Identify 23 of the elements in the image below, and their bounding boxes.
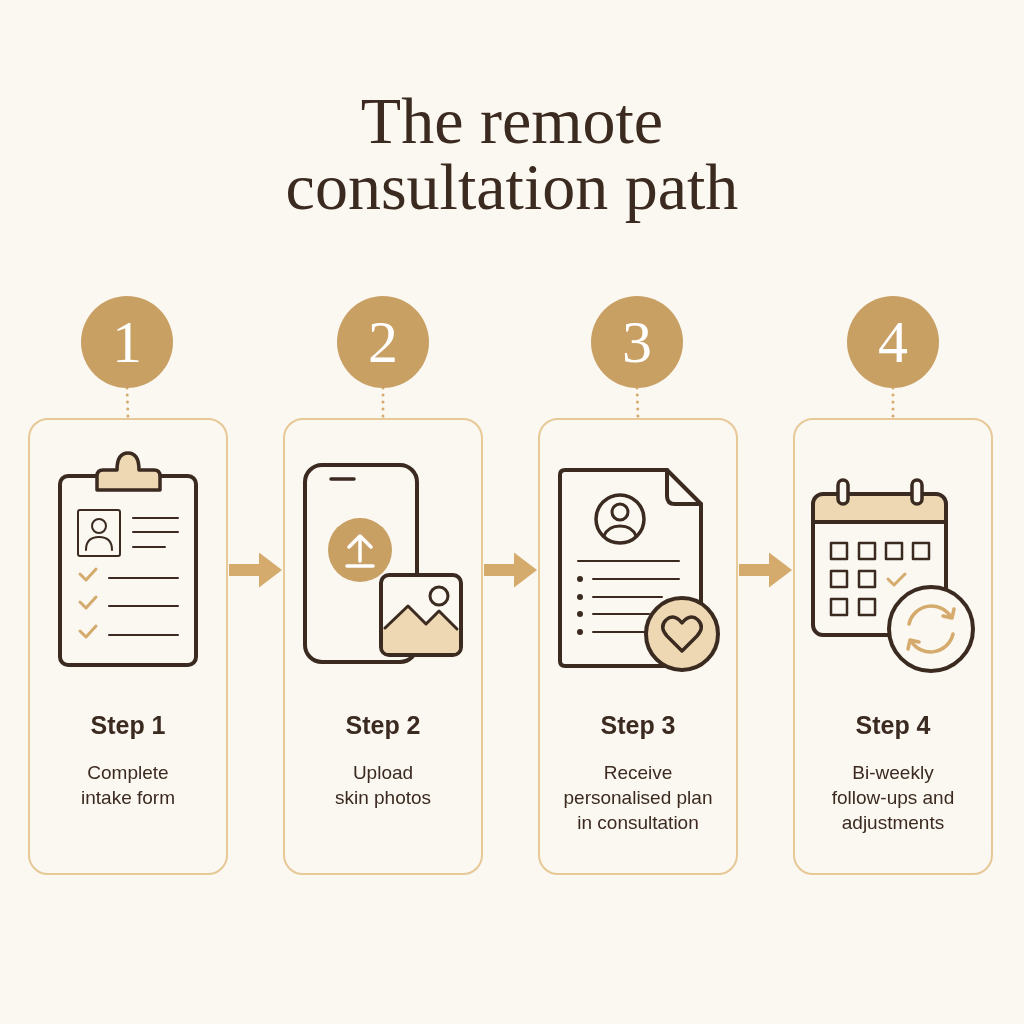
- step-card: [793, 418, 993, 875]
- arrow: [484, 552, 537, 588]
- step-title: Step 4: [855, 710, 931, 740]
- step-title: Step 1: [90, 710, 166, 740]
- step-description: Complete intake form: [80, 761, 176, 810]
- arrow: [739, 552, 792, 588]
- dotted-connector: [635, 386, 640, 420]
- dotted-connector: [381, 386, 385, 420]
- step-title: Step 3: [600, 710, 676, 740]
- step-number-circle: 2: [337, 296, 429, 388]
- step-number-circle: 4: [847, 296, 939, 388]
- step-card: [538, 418, 738, 875]
- step-number-circle: 1: [81, 296, 173, 388]
- arrow: [229, 552, 282, 588]
- step-description: Upload skin photos: [334, 761, 432, 810]
- step-description: Bi-weekly follow-ups and adjustments: [830, 761, 956, 835]
- step-title: Step 2: [345, 710, 421, 740]
- step-number-circle: 3: [591, 296, 683, 388]
- step-description: Receive personalised plan in consultation: [562, 761, 714, 835]
- dotted-connector: [891, 386, 895, 420]
- step-card: [28, 418, 228, 875]
- step-card: [283, 418, 483, 875]
- dotted-connector: [125, 386, 130, 420]
